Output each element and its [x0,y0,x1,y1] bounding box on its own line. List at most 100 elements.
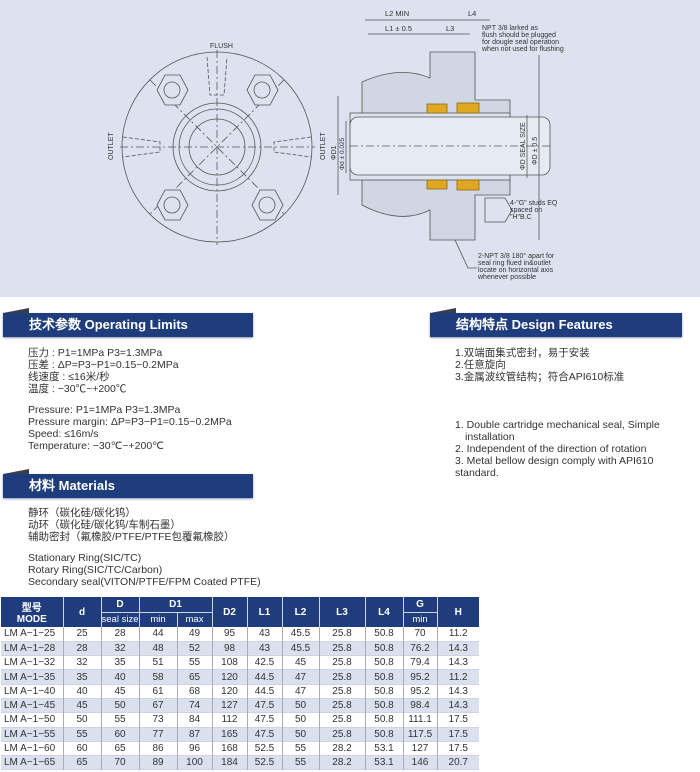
table-cell: 28 [62,641,101,656]
table-cell: 47.5 [246,727,282,742]
header-H: H [436,597,479,627]
feature-1-en: 1. Double cartridge mechanical seal, Sim… [455,419,660,431]
table-cell: 42.5 [246,655,282,670]
table-cell: 25.8 [318,669,365,685]
table-cell: 89 [138,755,177,770]
table-cell: 50 [281,727,319,742]
end-view-drawing: FLUSH OUTLET OUTLET [108,43,327,245]
design-features-en: 1. Double cartridge mechanical seal, Sim… [455,419,700,479]
table-cell: 100 [176,755,212,770]
table-cell: 50.8 [364,641,403,656]
table-cell: 95.2 [402,684,437,699]
table-cell: 17.5 [436,741,479,756]
l3-label: L3 [446,24,454,33]
d-tolerance-label: ΦD ± 0.5 [532,137,539,165]
table-cell: 14.3 [436,684,479,699]
table-cell: 50 [100,698,139,713]
table-cell: 35 [62,669,101,685]
table-cell: 50.8 [364,627,403,642]
table-cell: 40 [100,669,139,685]
table-cell: 67 [138,698,177,713]
table-cell: 60 [100,727,139,742]
table-cell: 47.5 [246,712,282,728]
note-flush-3: for dougle seal operation [482,39,559,46]
table-cell: 17.5 [436,727,479,742]
table-cell: 60 [62,741,101,756]
feature-2-cn: 2.任意旋向 [455,359,506,371]
table-cell: 74 [176,698,212,713]
flush-label: FLUSH [210,43,233,50]
table-cell: 111.1 [402,712,437,728]
note-flush-4: when not used for flushing [481,46,564,53]
table-cell: 76.2 [402,641,437,656]
section-title: 技术参数 Operating Limits [29,317,188,332]
table-cell: 11.2 [436,669,479,685]
outlet-left-label: OUTLET [108,132,115,160]
table-cell: 43 [246,627,282,642]
header-L4: L4 [364,597,403,627]
table-cell: 50.8 [364,655,403,670]
table-cell: LM A−1−40 [4,685,56,697]
table-cell: 44 [138,627,177,642]
table-cell: 58 [138,669,177,685]
table-cell: 61 [138,684,177,699]
feature-1-en-cont: installation [465,431,515,443]
table-cell: 14.3 [436,655,479,670]
header-D-seal-size: seal size [100,611,139,627]
l2-label: L2 MIN [385,9,409,18]
technical-drawing: FLUSH OUTLET OUTLET ΦD1 Φd ± 0.025 L2 MI… [0,0,700,297]
design-features-cn: 1.双端面集式密封，易于安装 2.任意旋向 3.金属波纹管结构；符合API610… [455,347,624,383]
table-cell: 25 [62,627,101,642]
l4-label: L4 [468,9,476,18]
header-model-cn: 型号 [21,603,42,614]
d1-label: ΦD1 [331,145,338,160]
table-cell: 68 [176,684,212,699]
speed-en: Speed: ≤16m/s [28,428,99,440]
table-cell: 127 [402,741,437,756]
table-cell: 25.8 [318,627,365,642]
table-cell: 52 [176,641,212,656]
table-cell: 55 [62,727,101,742]
note-studs-3: "H"B.C [510,214,532,221]
rotary-ring-en: Rotary Ring(SIC/TC/Carbon) [28,564,163,576]
table-cell: 95 [211,627,247,642]
section-title: 材料 Materials [29,478,115,493]
note-studs-2: spaced on [510,207,542,214]
table-cell: LM A−1−28 [1,641,63,656]
table-cell: 52.5 [246,741,282,756]
table-cell: LM A−1−55 [1,727,63,742]
table-cell: 32 [100,641,139,656]
table-cell: 79.4 [402,655,437,670]
table-cell: 50 [62,712,101,728]
operating-limits-text: 压力 : P1=1MPa P3=1.3MPa 压差 : ΔP=P3−P1=0.1… [28,347,232,452]
table-cell: 168 [211,741,247,756]
pressure-margin-cn: 压差 : ΔP=P3−P1=0.15~0.2MPa [28,359,179,371]
table-cell: 65 [62,755,101,770]
table-cell: 112 [211,712,247,728]
note-studs-1: 4-"G" studs EQ [510,200,558,207]
d-label: Φd ± 0.025 [339,137,346,170]
table-cell: 50 [281,712,319,728]
table-cell: LM A−1−35 [1,669,63,685]
feature-3-cn: 3.金属波纹管结构；符合API610标准 [455,371,625,383]
table-cell: LM A−1−50 [4,714,56,726]
table-cell: 47 [281,669,319,685]
table-cell: 98.4 [402,698,437,713]
table-cell: LM A−1−65 [1,755,63,770]
header-D1-min: min [138,611,177,627]
table-cell: 50.8 [364,669,403,685]
header-G-min: min [402,611,437,627]
header-D1-max: max [176,611,212,627]
table-cell: 87 [176,727,212,742]
table-cell: 28 [100,627,139,642]
header-D: D [100,597,139,612]
table-cell: 20.7 [436,755,479,770]
